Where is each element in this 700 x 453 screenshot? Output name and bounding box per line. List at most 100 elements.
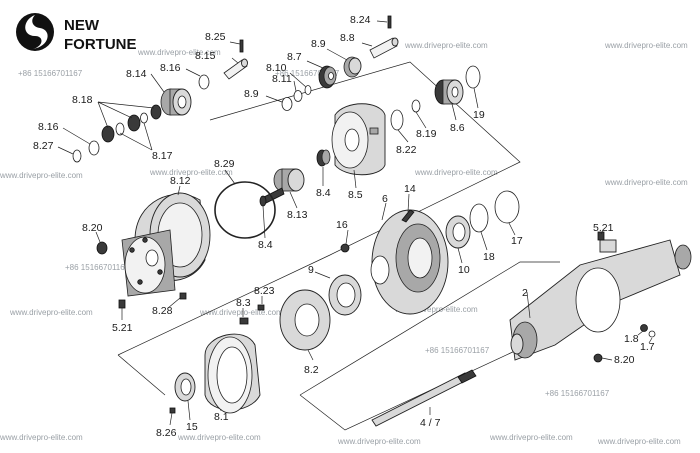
label-8-2: 8.2 xyxy=(304,364,319,376)
part-labels: 8.25 8.15 8.24 8.8 8.9 8.7 8.10 8.11 8.9… xyxy=(33,14,655,439)
label-8-11: 8.11 xyxy=(272,73,292,85)
part-8-13-gear xyxy=(273,168,305,192)
part-1-7-plug xyxy=(648,330,656,338)
label-1-8: 1.8 xyxy=(624,333,639,345)
label-8-6: 8.6 xyxy=(450,122,465,134)
watermark-site: www.drivepro-elite.com xyxy=(137,48,221,57)
watermark-site: www.drivepro-elite.com xyxy=(404,41,488,50)
part-8-2-gear-carrier xyxy=(279,289,331,351)
part-8-20-plug-left xyxy=(96,241,108,255)
part-8-26-bolt xyxy=(169,407,176,414)
watermark-site: www.drivepro-elite.com xyxy=(394,305,478,314)
watermark-layer: www.drivepro-elite.com www.drivepro-elit… xyxy=(0,41,688,446)
watermark-phone: +86 15166701167 xyxy=(425,346,490,355)
label-18: 18 xyxy=(483,251,495,263)
watermark-phone: +86 15166701167 xyxy=(545,389,610,398)
label-8-7: 8.7 xyxy=(287,51,302,63)
part-8-16-washer-top xyxy=(198,74,210,90)
brand-line2: FORTUNE xyxy=(64,36,137,53)
label-4-7: 4 / 7 xyxy=(420,417,441,429)
watermark-site: www.drivepro-elite.com xyxy=(597,437,681,446)
label-8-9-washer: 8.9 xyxy=(244,88,259,100)
part-8-18-bearings xyxy=(101,104,162,143)
part-18-ring xyxy=(469,203,489,233)
part-8-11-ring xyxy=(293,90,303,102)
part-10-bearing xyxy=(445,215,471,249)
part-8-10-ring xyxy=(304,85,312,95)
part-9-bearing xyxy=(328,274,362,316)
label-8-25: 8.25 xyxy=(205,31,226,43)
label-14: 14 xyxy=(404,183,416,195)
label-8-4-bottom: 8.4 xyxy=(258,239,273,251)
watermark-site: www.drivepro-elite.com xyxy=(604,41,688,50)
part-8-20-plug-right xyxy=(593,353,603,363)
label-8-9-top: 8.9 xyxy=(311,38,326,50)
label-8-12: 8.12 xyxy=(170,175,191,187)
label-15: 15 xyxy=(186,421,198,433)
label-8-17: 8.17 xyxy=(152,150,173,162)
watermark-site: www.drivepro-elite.com xyxy=(0,171,83,180)
part-8-4-shaft xyxy=(259,187,285,207)
watermark-site: www.drivepro-elite.com xyxy=(489,433,573,442)
watermark-phone: +86 15166701167 xyxy=(65,263,130,272)
part-8-15 xyxy=(223,58,248,80)
part-16-plug xyxy=(340,243,350,253)
part-5-21-bolt-left xyxy=(118,299,126,309)
watermark-site: www.drivepro-elite.com xyxy=(604,178,688,187)
label-8-27: 8.27 xyxy=(33,140,54,152)
label-17: 17 xyxy=(511,235,523,247)
watermark-site: www.drivepro-elite.com xyxy=(337,437,421,446)
label-16: 16 xyxy=(336,219,348,231)
label-19: 19 xyxy=(473,109,485,121)
label-9: 9 xyxy=(308,264,314,276)
label-8-20-left: 8.20 xyxy=(82,222,103,234)
label-8-10: 8.10 xyxy=(266,62,287,74)
watermark-site: www.drivepro-elite.com xyxy=(149,168,233,177)
part-6-hub xyxy=(370,209,449,315)
part-8-23-pin xyxy=(257,304,265,311)
part-17-ring xyxy=(494,190,520,224)
part-8-9-washer xyxy=(281,97,293,111)
label-8-4-top: 8.4 xyxy=(316,187,331,199)
part-8-29-oring xyxy=(214,181,276,239)
part-8-22-ring xyxy=(390,109,404,131)
label-10: 10 xyxy=(458,264,470,276)
part-8-3-clip xyxy=(239,317,249,325)
label-8-16-left: 8.16 xyxy=(38,121,59,133)
part-8-12-housing xyxy=(121,192,211,297)
label-2: 2 xyxy=(522,287,528,299)
label-8-18: 8.18 xyxy=(72,94,93,106)
part-8-27-ring xyxy=(72,149,82,163)
part-8-5-carrier xyxy=(331,103,386,176)
part-8-16-washer-left xyxy=(88,140,100,156)
part-2-axle-housing xyxy=(509,239,692,361)
label-8-8: 8.8 xyxy=(340,32,355,44)
part-19-ring xyxy=(465,65,481,89)
part-8-8 xyxy=(369,37,399,59)
part-8-4-gear-top xyxy=(316,149,331,167)
label-8-20-right: 8.20 xyxy=(614,354,635,366)
watermark-site: www.drivepro-elite.com xyxy=(0,433,83,442)
label-8-14: 8.14 xyxy=(126,68,147,80)
label-8-3: 8.3 xyxy=(236,297,251,309)
part-8-25 xyxy=(239,39,244,53)
label-8-19: 8.19 xyxy=(416,128,437,140)
swirl-logo-icon xyxy=(16,13,54,51)
label-8-24: 8.24 xyxy=(350,14,371,26)
part-14-bolt xyxy=(401,209,415,223)
part-8-28-bolt xyxy=(179,292,187,300)
watermark-site: www.drivepro-elite.com xyxy=(414,168,498,177)
label-8-26: 8.26 xyxy=(156,427,177,439)
watermark-phone: +86 15166701167 xyxy=(275,69,340,78)
part-8-7-gear xyxy=(318,65,337,89)
part-1-8-plug xyxy=(640,324,648,332)
watermark-site: www.drivepro-elite.com xyxy=(9,308,93,317)
brand-line1: NEW xyxy=(64,17,100,34)
part-15-brake xyxy=(174,372,196,402)
label-8-22: 8.22 xyxy=(396,144,417,156)
part-8-19-ring xyxy=(411,99,421,113)
watermark-site: www.drivepro-elite.com xyxy=(199,308,283,317)
part-8-14-gear xyxy=(160,88,192,116)
part-4-7-axle-shaft xyxy=(371,369,477,427)
